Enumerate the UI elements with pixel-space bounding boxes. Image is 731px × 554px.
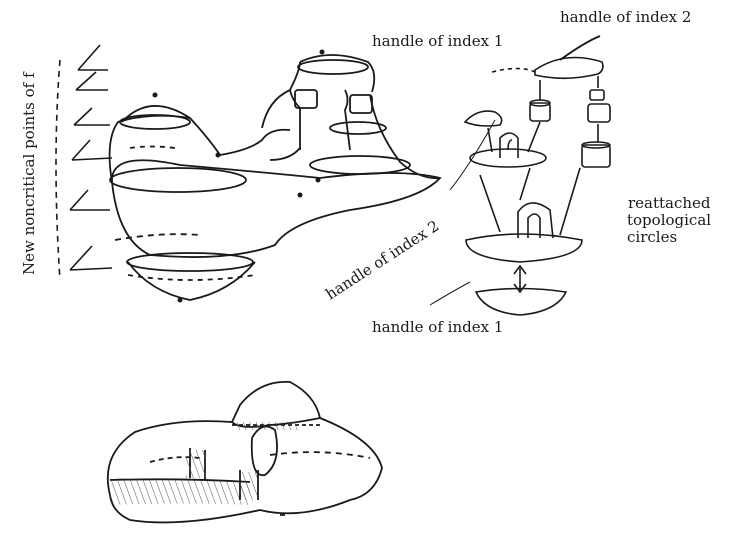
level-mark-1 (78, 45, 108, 70)
label-handle-index-1-bottom: handle of index 1 (372, 318, 503, 336)
label-handle-index-1-top: handle of index 1 (372, 32, 503, 50)
label-circles: circles (627, 228, 677, 246)
label-handle-index-2-top: handle of index 2 (560, 8, 691, 26)
leader-lines (430, 120, 495, 305)
level-mark-2 (76, 72, 108, 90)
exploded-handles (465, 36, 610, 315)
level-mark-6 (70, 246, 112, 270)
level-mark-4 (72, 140, 112, 160)
level-mark-5 (70, 190, 110, 210)
level-bracket (56, 60, 60, 280)
label-handle-index-2-diag: handle of index 2 (322, 217, 442, 304)
side-axis-label: New noncritical points of f (20, 71, 38, 275)
label-reattached: reattached (628, 194, 711, 212)
label-topological: topological (627, 211, 711, 229)
level-marks (56, 45, 112, 280)
lower-sketch (108, 382, 382, 523)
level-mark-3 (74, 108, 110, 125)
